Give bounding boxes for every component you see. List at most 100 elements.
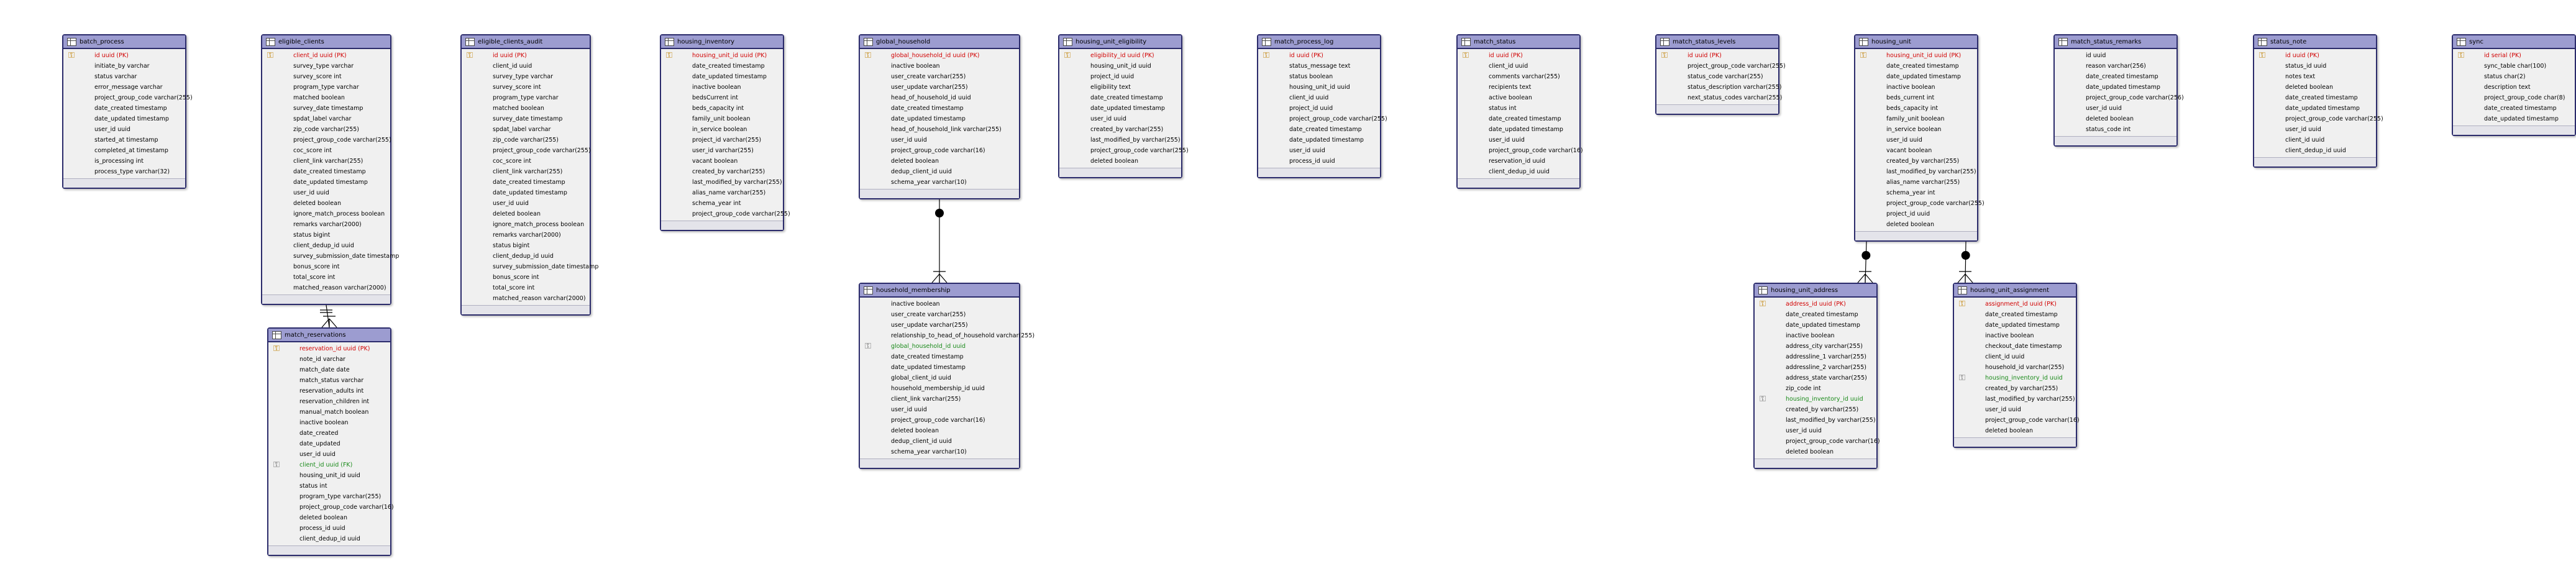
column-row[interactable]: last_modified_by varchar(255) [1954, 394, 2076, 404]
column-row[interactable]: client_id uuid [462, 61, 590, 71]
column-row[interactable]: status_code varchar(255) [1656, 71, 1778, 82]
column-row[interactable]: ignore_match_process boolean [262, 209, 390, 219]
column-row[interactable]: coc_score int [462, 156, 590, 166]
table-header[interactable]: housing_unit_eligibility [1059, 35, 1181, 49]
column-row[interactable]: deleted boolean [1755, 447, 1876, 457]
column-row[interactable]: date_updated timestamp [63, 114, 185, 124]
column-row[interactable]: checkout_date timestamp [1954, 341, 2076, 352]
column-row[interactable]: status_id uuid [2254, 61, 2376, 71]
column-row[interactable]: date_updated [268, 439, 390, 449]
column-row[interactable]: project_group_code varchar(16) [1458, 145, 1583, 156]
table-header[interactable]: sync [2453, 35, 2575, 49]
column-row[interactable]: next_status_codes varchar(255) [1656, 93, 1782, 103]
column-row[interactable]: date_created timestamp [2453, 103, 2575, 114]
table-header[interactable]: housing_inventory [661, 35, 783, 49]
column-row[interactable]: active boolean [1458, 93, 1579, 103]
column-row[interactable]: user_id uuid [63, 124, 185, 135]
column-row[interactable]: status varchar [63, 71, 185, 82]
column-row[interactable]: date_updated timestamp [1855, 71, 1977, 82]
column-row[interactable]: manual_match boolean [268, 407, 390, 417]
column-row[interactable]: status int [1458, 103, 1579, 114]
column-row[interactable]: project_id uuid [1258, 103, 1380, 114]
column-row[interactable]: user_id uuid [268, 449, 390, 460]
column-row[interactable]: household_membership_id uuid [860, 383, 1019, 394]
column-row[interactable]: date_created timestamp [1458, 114, 1579, 124]
column-row[interactable]: date_created timestamp [661, 61, 783, 71]
column-row[interactable]: date_updated timestamp [2055, 82, 2176, 93]
column-row[interactable]: relationship_to_head_of_household varcha… [860, 331, 1035, 341]
column-row[interactable]: user_id uuid [1458, 135, 1579, 145]
column-row[interactable]: ⚿housing_unit_id uuid (PK) [1855, 50, 1977, 61]
column-row[interactable]: ⚿reservation_id uuid (PK) [268, 344, 390, 354]
column-row[interactable]: process_type varchar(32) [63, 166, 185, 177]
column-row[interactable]: bonus_score int [262, 262, 390, 272]
column-row[interactable]: dedup_client_id uuid [860, 166, 1019, 177]
column-row[interactable]: project_group_code varchar(16) [1954, 415, 2080, 426]
column-row[interactable]: date_updated timestamp [1059, 103, 1181, 114]
table-header[interactable]: batch_process [63, 35, 185, 49]
column-row[interactable]: project_id uuid [1059, 71, 1181, 82]
column-row[interactable]: created_by varchar(255) [661, 166, 783, 177]
column-row[interactable]: deleted boolean [462, 209, 590, 219]
column-row[interactable]: initiate_by varchar [63, 61, 185, 71]
table-eligible-clients[interactable]: eligible_clients⚿client_id uuid (PK)surv… [261, 34, 399, 305]
column-row[interactable]: last_modified_by varchar(255) [661, 177, 783, 188]
column-row[interactable]: ⚿id uuid (PK) [63, 50, 185, 61]
column-row[interactable]: beds_capacity int [1855, 103, 1977, 114]
column-row[interactable]: zip_code varchar(255) [262, 124, 390, 135]
column-row[interactable]: date_created timestamp [2055, 71, 2176, 82]
column-row[interactable]: deleted boolean [2055, 114, 2176, 124]
column-row[interactable]: inactive boolean [1755, 331, 1876, 341]
column-row[interactable]: ⚿eligibility_id uuid (PK) [1059, 50, 1181, 61]
column-row[interactable]: program_type varchar(255) [268, 491, 390, 502]
column-row[interactable]: vacant boolean [661, 156, 783, 166]
column-row[interactable]: status_code int [2055, 124, 2176, 135]
column-row[interactable]: project_group_code char(8) [2453, 93, 2575, 103]
table-sync[interactable]: sync⚿id serial (PK)sync_table char(100)s… [2452, 34, 2576, 136]
column-row[interactable]: client_link varchar(255) [860, 394, 1019, 404]
column-row[interactable]: total_score int [462, 283, 590, 293]
column-row[interactable]: spdat_label varchar [462, 124, 590, 135]
table-housing-unit-assignment[interactable]: housing_unit_assignment⚿assignment_id uu… [1953, 283, 2080, 448]
column-row[interactable]: notes text [2254, 71, 2376, 82]
column-row[interactable]: inactive boolean [860, 299, 1019, 309]
column-row[interactable]: sync_table char(100) [2453, 61, 2575, 71]
column-row[interactable]: survey_date timestamp [262, 103, 390, 114]
column-row[interactable]: ⚿id uuid (PK) [1258, 50, 1380, 61]
column-row[interactable]: coc_score int [262, 145, 390, 156]
table-header[interactable]: household_membership [860, 284, 1019, 298]
column-row[interactable]: head_of_household_link varchar(255) [860, 124, 1019, 135]
table-header[interactable]: eligible_clients [262, 35, 390, 49]
column-row[interactable]: spdat_label varchar [262, 114, 390, 124]
column-row[interactable]: last_modified_by varchar(255) [1755, 415, 1876, 426]
column-row[interactable]: project_group_code varchar(255) [262, 135, 391, 145]
column-row[interactable]: beds_current int [1855, 93, 1977, 103]
column-row[interactable]: ⚿id uuid (PK) [462, 50, 590, 61]
column-row[interactable]: user_update varchar(255) [860, 82, 1019, 93]
column-row[interactable]: household_id varchar(255) [1954, 362, 2076, 373]
column-row[interactable]: date_updated timestamp [1258, 135, 1380, 145]
column-row[interactable]: project_group_code varchar(255) [661, 209, 790, 219]
column-row[interactable]: global_client_id uuid [860, 373, 1019, 383]
table-housing-unit[interactable]: housing_unit⚿housing_unit_id uuid (PK)da… [1854, 34, 1985, 242]
table-header[interactable]: match_reservations [268, 329, 390, 342]
column-row[interactable]: project_group_code varchar(16) [268, 502, 394, 513]
column-row[interactable]: user_id uuid [1258, 145, 1380, 156]
column-row[interactable]: date_updated timestamp [262, 177, 390, 188]
column-row[interactable]: project_group_code varchar(255) [1059, 145, 1189, 156]
column-row[interactable]: bonus_score int [462, 272, 590, 283]
column-row[interactable]: total_score int [262, 272, 390, 283]
table-match-status-levels[interactable]: match_status_levels⚿id uuid (PK)project_… [1655, 34, 1786, 115]
column-row[interactable]: matched boolean [462, 103, 590, 114]
table-header[interactable]: housing_unit_assignment [1954, 284, 2076, 298]
column-row[interactable]: deleted boolean [268, 513, 390, 523]
column-row[interactable]: addressline_1 varchar(255) [1755, 352, 1876, 362]
column-row[interactable]: survey_type varchar [462, 71, 590, 82]
column-row[interactable]: deleted boolean [860, 156, 1019, 166]
column-row[interactable]: client_dedup_id uuid [268, 534, 390, 544]
column-row[interactable]: project_id uuid [1855, 209, 1977, 219]
column-row[interactable]: user_id uuid [462, 198, 590, 209]
